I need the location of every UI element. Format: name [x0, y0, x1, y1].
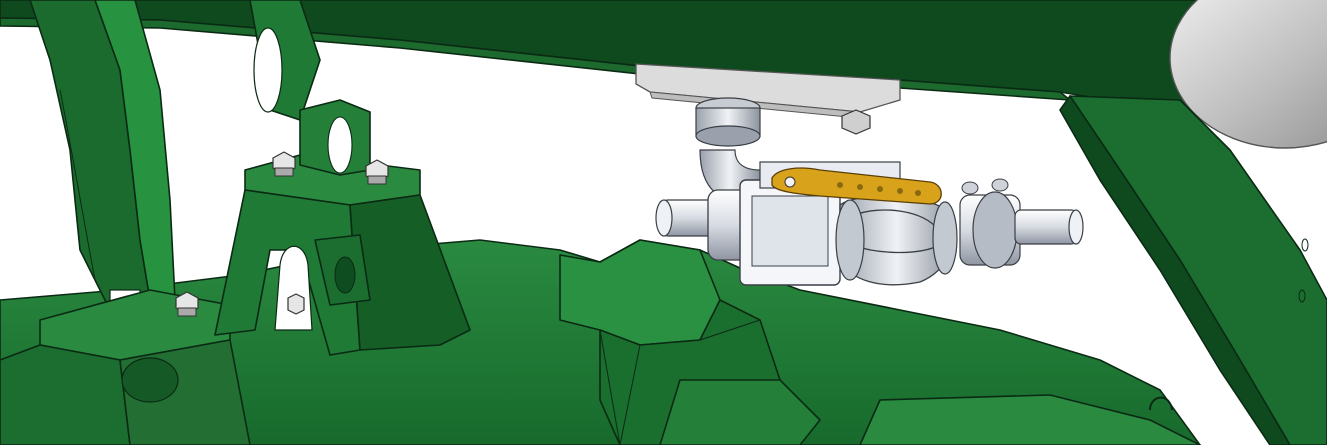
mounting-bracket-left[interactable] — [0, 289, 251, 445]
spherical-tank[interactable] — [1169, 0, 1327, 149]
bolt-head-3 — [175, 291, 199, 317]
right-side-plate[interactable] — [1059, 95, 1327, 445]
flow-lever[interactable] — [771, 167, 942, 205]
inlet-hose-barb[interactable] — [655, 199, 715, 237]
mounting-bracket-center[interactable] — [214, 99, 471, 356]
bolt-head-5 — [841, 109, 871, 135]
bolt-head-4 — [287, 293, 305, 315]
left-vertical-plate[interactable] — [29, 0, 321, 321]
bolt-head-1 — [272, 151, 296, 177]
pump-assembly[interactable] — [655, 97, 1084, 286]
bolt-head-2 — [365, 159, 389, 185]
bolt-heads — [175, 109, 871, 317]
outlet-hose-barb[interactable] — [1014, 209, 1084, 245]
